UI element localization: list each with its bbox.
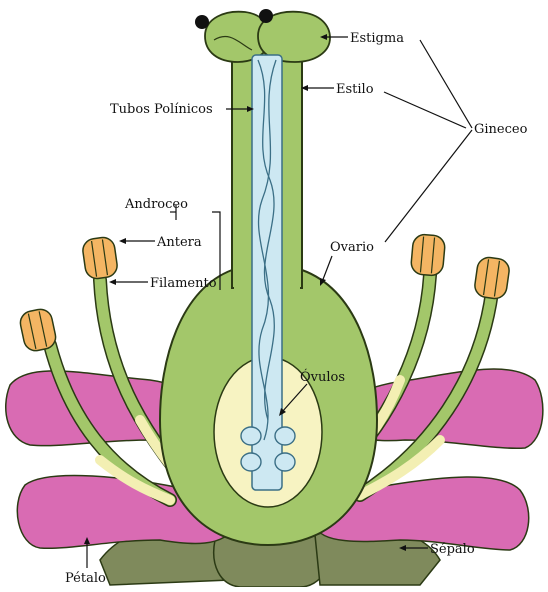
label-tubos-polinicos: Tubos Polínicos [110,102,213,117]
pollen-grain-right [259,9,273,23]
label-sepalo: Sépalo [430,542,475,557]
stigma [195,9,330,62]
label-filamento: Filamento [150,276,217,291]
label-estilo: Estilo [336,82,374,97]
ovule [241,453,261,471]
ovule [275,427,295,445]
pollen-grain-left [195,15,209,29]
anther-left-inner [81,236,118,280]
label-petalo: Pétalo [65,571,106,586]
ovule [241,427,261,445]
anther-right-inner [410,234,445,277]
label-gineceo: Gineceo [474,122,528,137]
anther-right-outer [473,256,510,300]
label-estigma: Estigma [350,31,404,46]
label-ovario: Ovario [330,240,374,255]
anther-left-outer [18,307,58,353]
pollen-tubes [252,55,282,490]
label-ovulos: Óvulos [300,368,345,385]
ovule [275,453,295,471]
label-antera: Antera [156,235,202,250]
label-androceo: Androceo [124,197,188,212]
